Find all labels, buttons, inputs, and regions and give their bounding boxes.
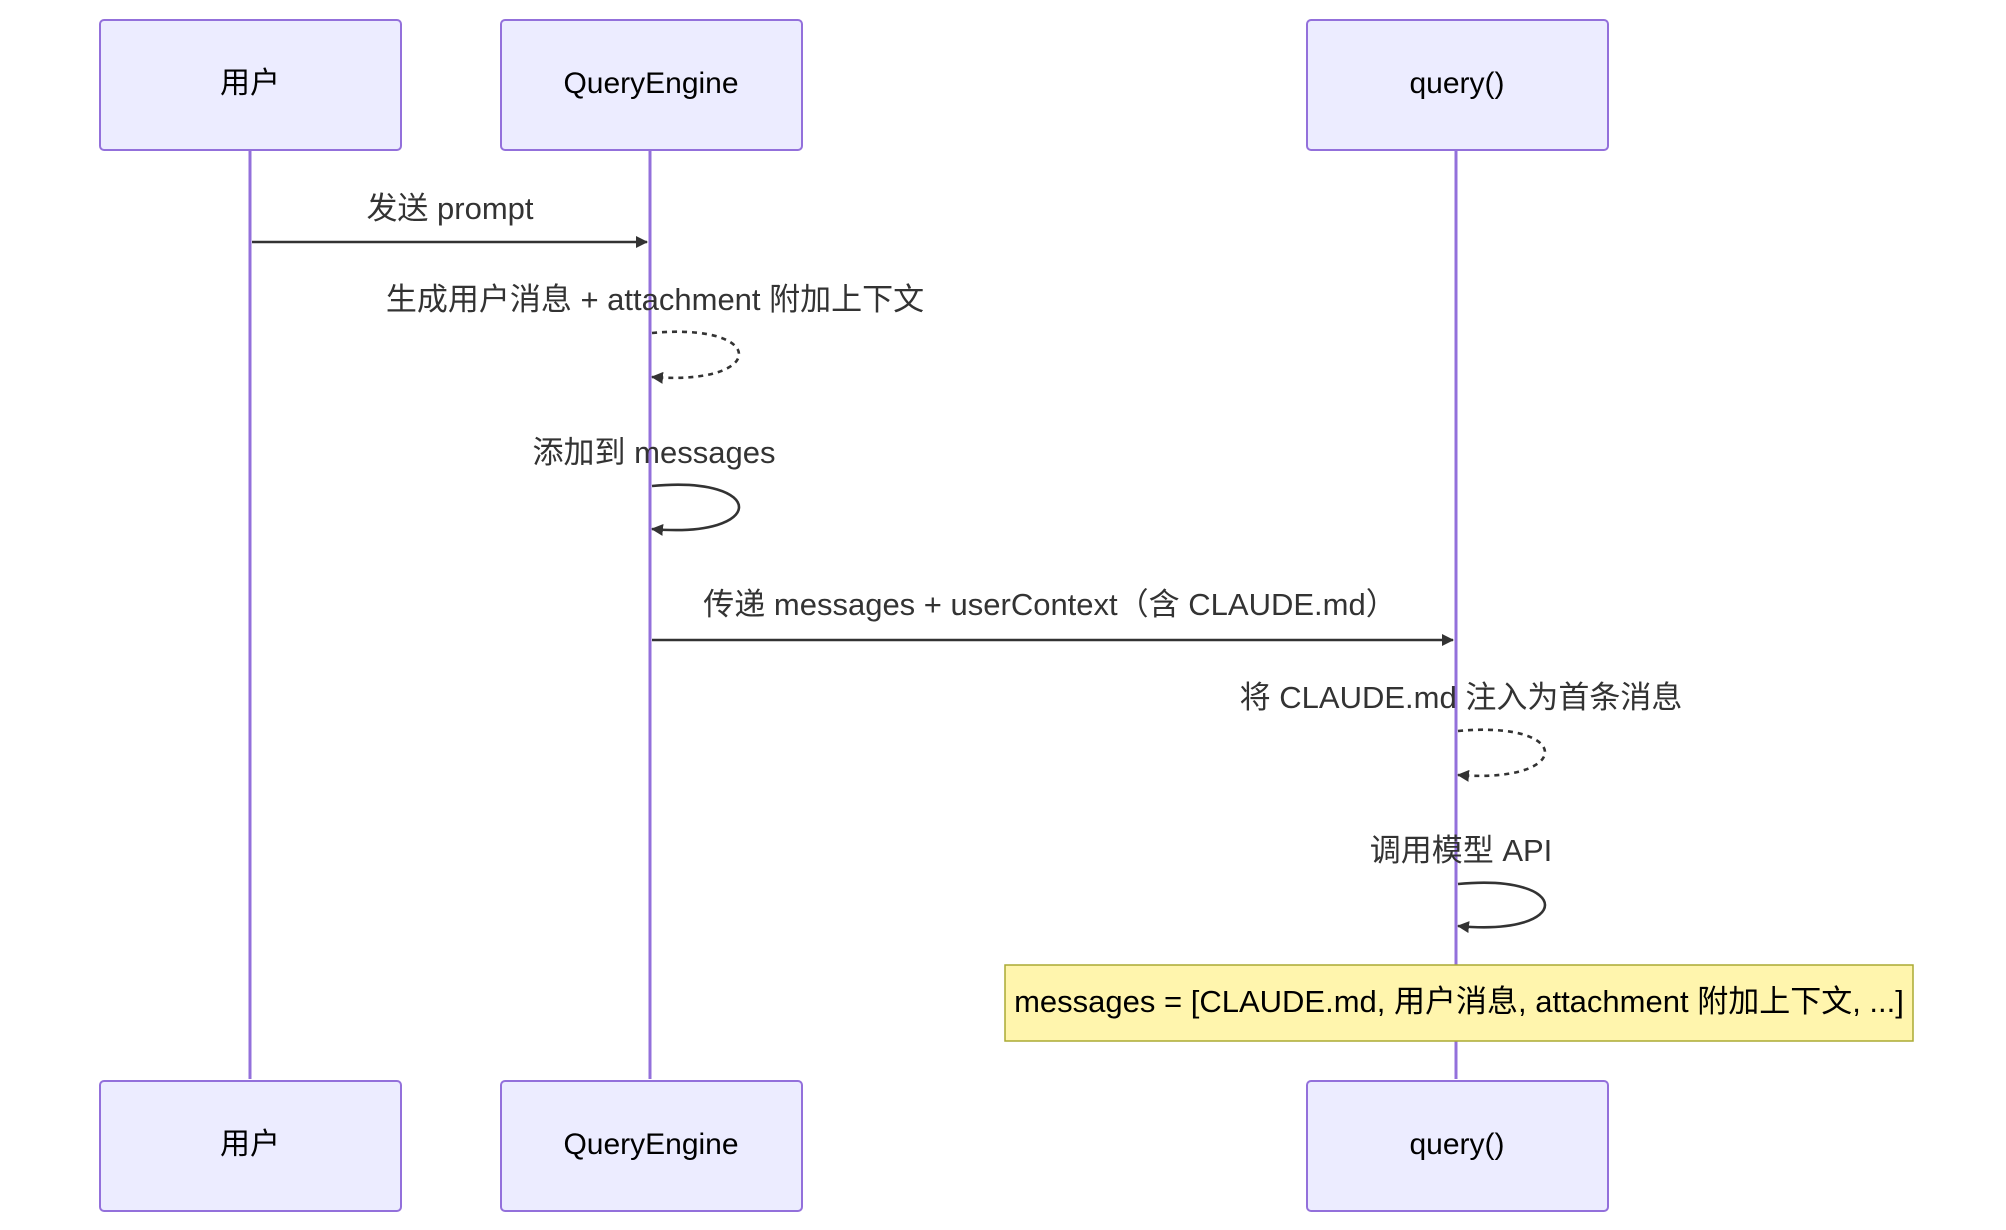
message-label: 添加到 messages bbox=[533, 435, 776, 470]
message-label: 生成用户消息 + attachment 附加上下文 bbox=[386, 282, 924, 317]
actor-top-user: 用户 bbox=[99, 19, 402, 151]
actor-top-queryengine: QueryEngine bbox=[500, 19, 803, 151]
actor-label: query() bbox=[1409, 1128, 1504, 1161]
actor-label: 用户 bbox=[220, 67, 280, 100]
actor-bottom-queryengine: QueryEngine bbox=[500, 1080, 803, 1212]
note-messages: messages = [CLAUDE.md, 用户消息, attachment … bbox=[1004, 964, 1914, 1042]
message-pass-messages: 传递 messages + userContext（含 CLAUDE.md） bbox=[652, 587, 1454, 646]
message-label: 发送 prompt bbox=[366, 191, 533, 226]
message-send-prompt: 发送 prompt bbox=[252, 191, 648, 248]
message-label: 将 CLAUDE.md 注入为首条消息 bbox=[1240, 680, 1683, 715]
message-label: 传递 messages + userContext（含 CLAUDE.md） bbox=[703, 587, 1396, 622]
actor-top-query: query() bbox=[1306, 19, 1609, 151]
actor-bottom-query: query() bbox=[1306, 1080, 1609, 1212]
actor-label: QueryEngine bbox=[563, 67, 738, 100]
message-call-model-api: 调用模型 API bbox=[1370, 833, 1553, 934]
note-text: messages = [CLAUDE.md, 用户消息, attachment … bbox=[1014, 984, 1904, 1019]
message-inject-claude-md: 将 CLAUDE.md 注入为首条消息 bbox=[1240, 680, 1683, 782]
actor-label: QueryEngine bbox=[563, 1128, 738, 1161]
message-generate-user-message: 生成用户消息 + attachment 附加上下文 bbox=[386, 282, 924, 384]
actor-label: 用户 bbox=[220, 1128, 280, 1161]
message-add-to-messages: 添加到 messages bbox=[533, 435, 776, 536]
message-label: 调用模型 API bbox=[1370, 833, 1553, 868]
actor-bottom-user: 用户 bbox=[99, 1080, 402, 1212]
actor-label: query() bbox=[1409, 67, 1504, 100]
